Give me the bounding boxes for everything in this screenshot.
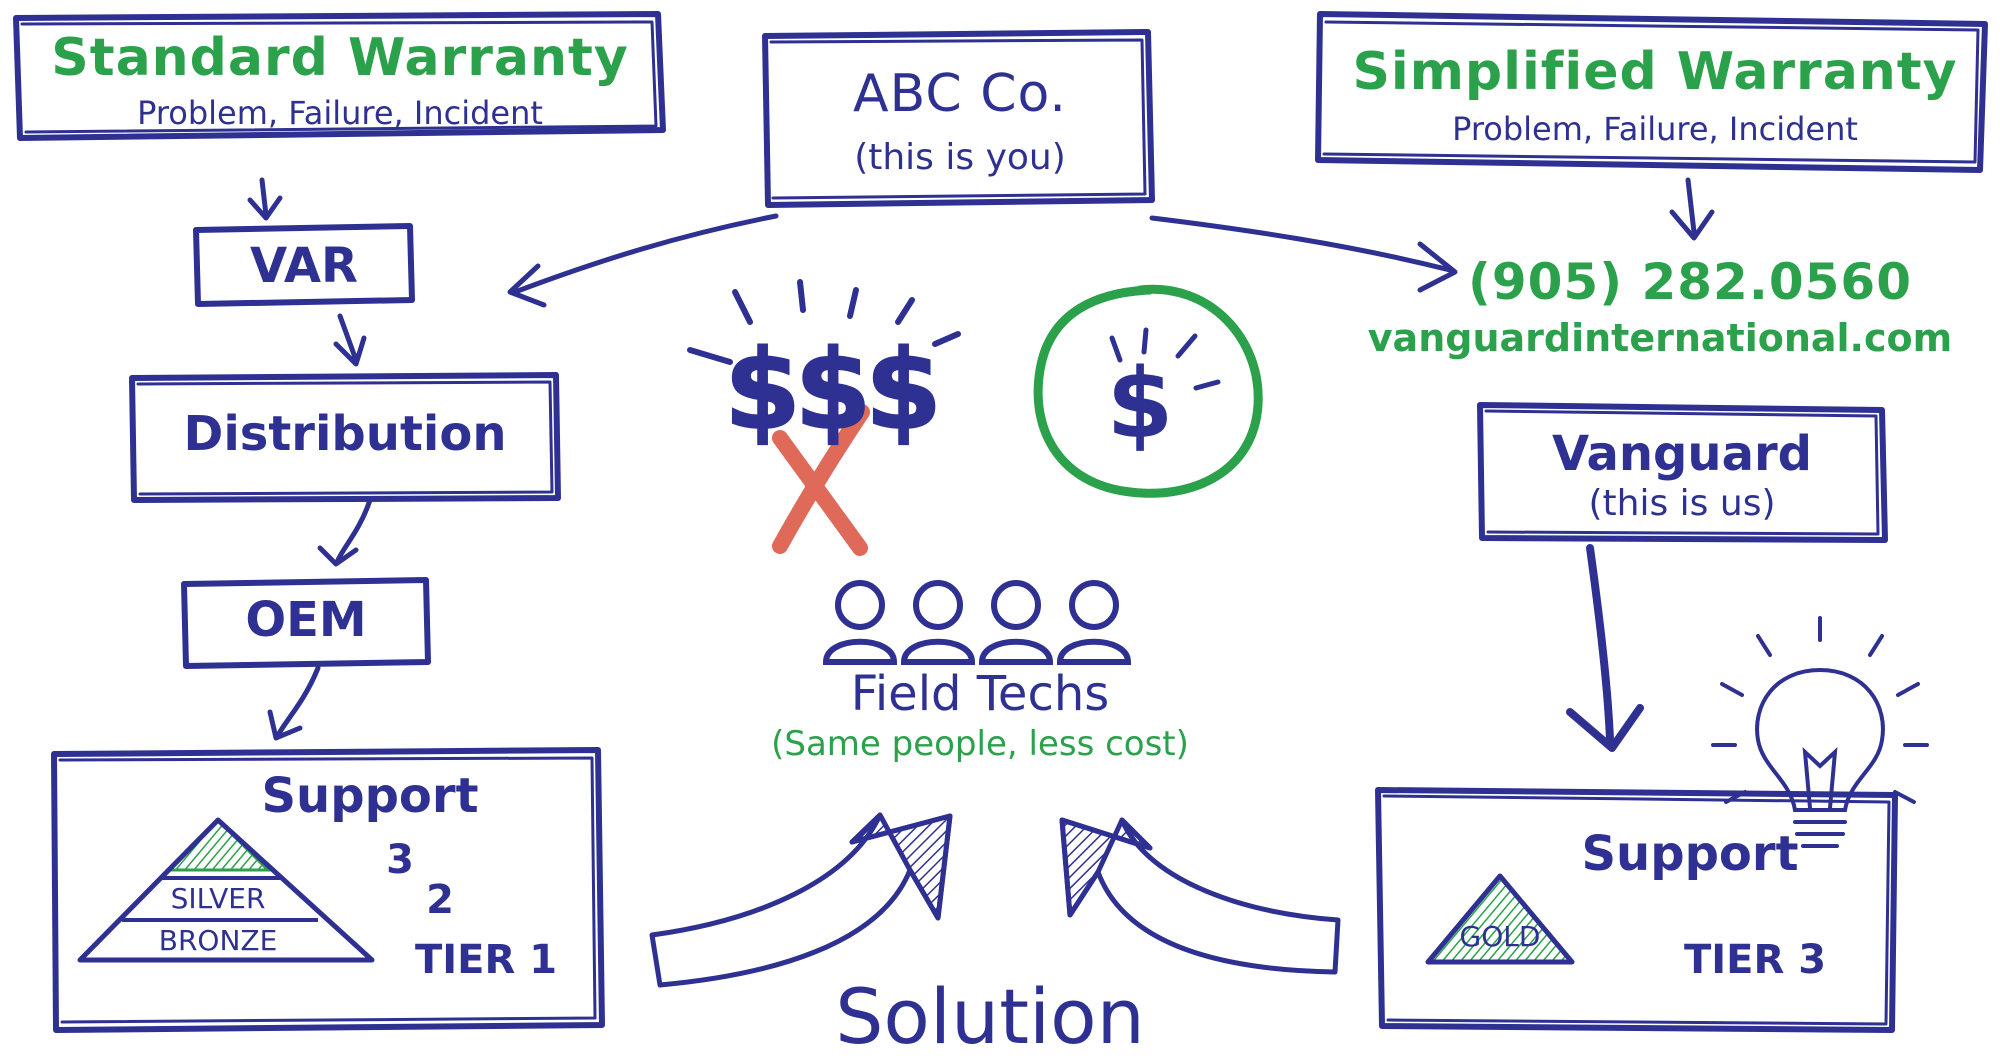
phone-number: (905) 282.0560 xyxy=(1467,253,1912,311)
simplified-warranty-box xyxy=(1315,11,1988,173)
field-techs-title: Field Techs xyxy=(850,666,1110,722)
field-techs-note: (Same people, less cost) xyxy=(771,724,1189,764)
left-tier-label: TIER 1 xyxy=(414,937,558,983)
cross-out-icon xyxy=(772,404,870,556)
arrow-vanguard-to-support xyxy=(1586,544,1614,744)
light-bulb-icon xyxy=(1711,616,1929,848)
tier-number-3: 3 xyxy=(386,837,414,883)
right-support-title: Support xyxy=(1581,826,1799,882)
left-pyramid-icon xyxy=(77,817,375,963)
distribution-label: Distribution xyxy=(183,406,507,462)
vanguard-note: (this is us) xyxy=(1588,483,1776,524)
oem-box xyxy=(181,577,431,669)
abc-company-box xyxy=(762,29,1155,208)
arrow-abc-to-phone xyxy=(1149,215,1453,273)
var-box xyxy=(193,223,415,307)
pyramid-level-silver: SILVER xyxy=(170,882,266,915)
oem-label: OEM xyxy=(245,592,367,648)
vanguard-box xyxy=(1477,402,1888,543)
cheap-dollar-icon: $ xyxy=(1106,348,1174,460)
pyramid-level-bronze: BRONZE xyxy=(158,924,278,957)
burst-lines-icon xyxy=(687,279,961,365)
simplified-warranty-title: Simplified Warranty xyxy=(1352,42,1958,102)
solution-arrow-left-icon xyxy=(649,812,953,988)
var-label: VAR xyxy=(250,238,358,294)
website-url: vanguardinternational.com xyxy=(1367,316,1953,360)
field-techs-icon xyxy=(822,580,1132,665)
arrow-abc-to-var xyxy=(512,213,779,295)
expensive-dollar-icon: $$$ xyxy=(723,326,943,454)
company-name: ABC Co. xyxy=(853,64,1067,124)
right-pyramid-icon xyxy=(1425,873,1575,965)
arrow-distribution-to-oem xyxy=(335,497,373,563)
solution-arrow-right-icon xyxy=(1059,817,1341,975)
saving-circle-icon xyxy=(1033,284,1263,498)
standard-warranty-box xyxy=(13,11,666,141)
arrow-warranty-to-var xyxy=(259,177,269,218)
vanguard-title: Vanguard xyxy=(1551,426,1813,482)
standard-warranty-subtitle: Problem, Failure, Incident xyxy=(137,94,543,132)
solution-label: Solution xyxy=(835,972,1145,1061)
arrow-var-to-distribution xyxy=(337,313,359,363)
arrow-oem-to-support xyxy=(275,665,321,738)
simplified-warranty-subtitle: Problem, Failure, Incident xyxy=(1452,110,1858,148)
standard-warranty-title: Standard Warranty xyxy=(51,28,629,88)
left-support-title: Support xyxy=(261,768,479,824)
company-note: (this is you) xyxy=(854,137,1066,178)
pyramid-level-gold: GOLD xyxy=(1459,920,1541,953)
distribution-box xyxy=(129,372,561,503)
right-tier-label: TIER 3 xyxy=(1683,937,1827,983)
right-support-box xyxy=(1375,787,1898,1033)
tier-number-2: 2 xyxy=(426,877,454,923)
left-support-box xyxy=(51,747,605,1033)
arrow-simplified-to-phone xyxy=(1685,177,1697,235)
